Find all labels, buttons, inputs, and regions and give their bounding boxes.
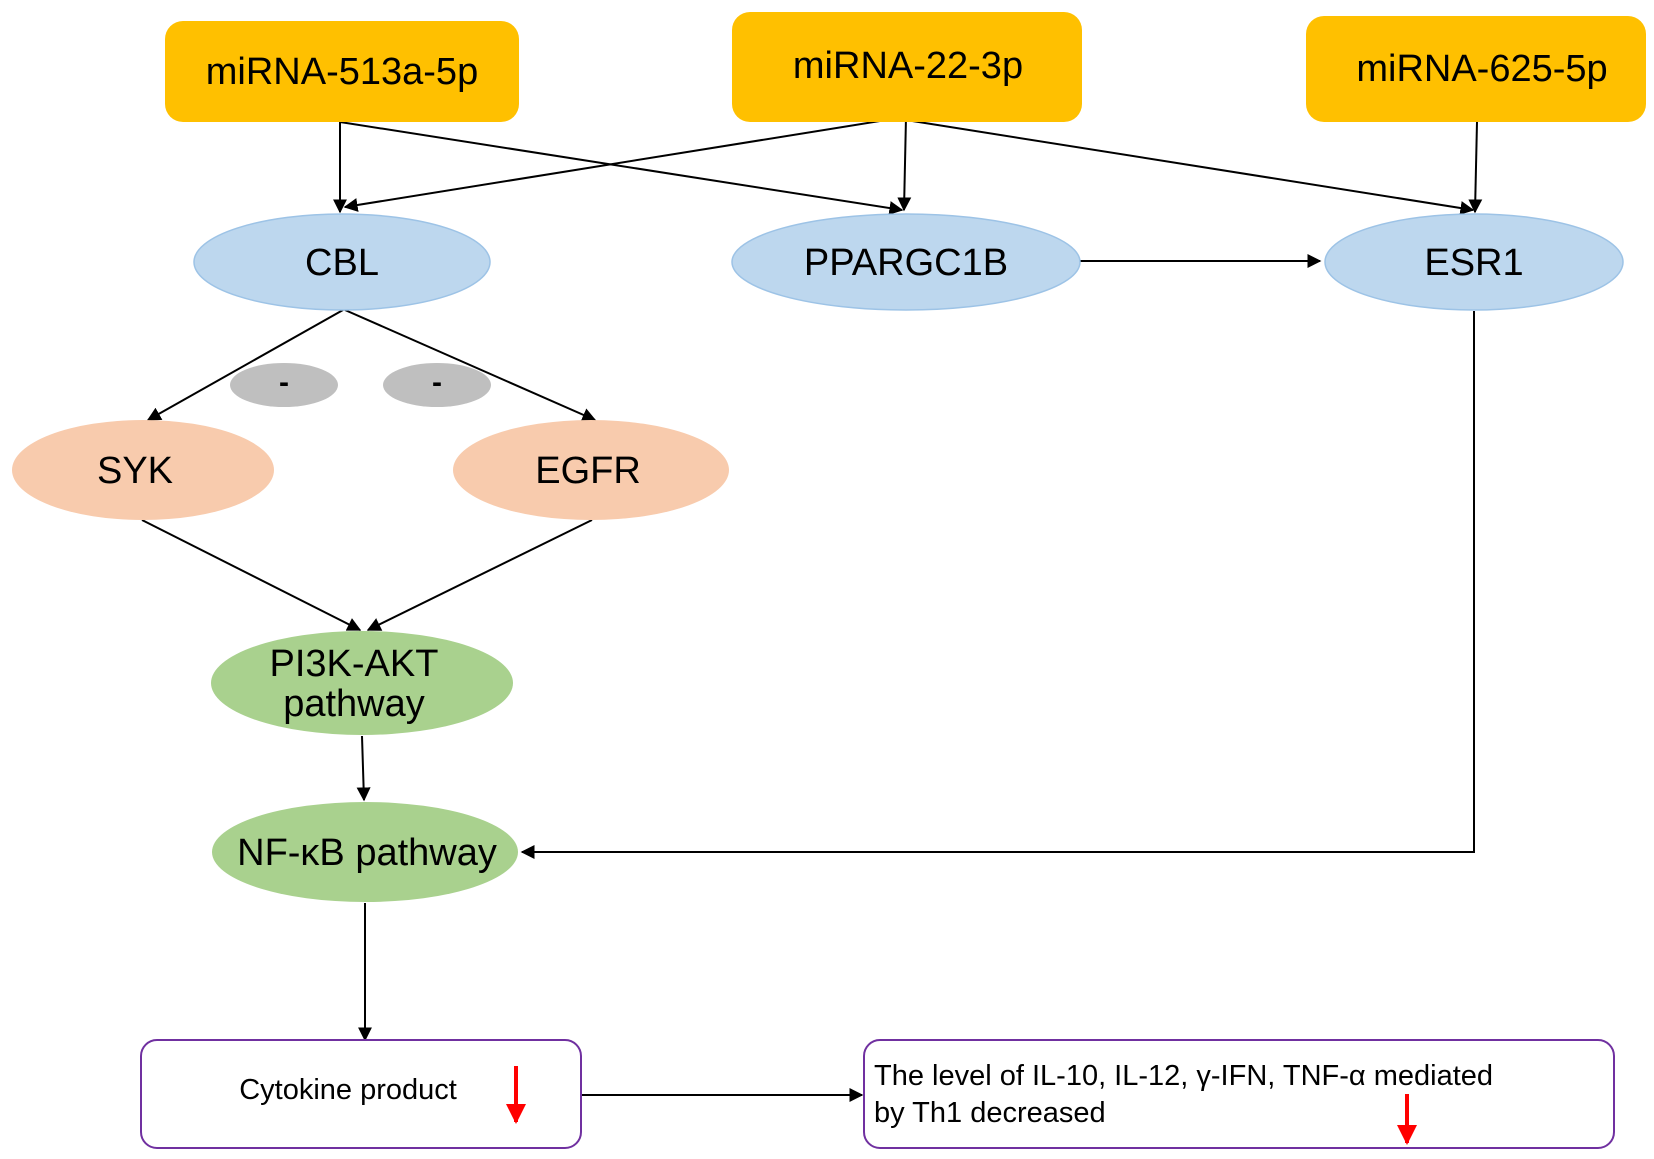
- syk-node[interactable]: SYK: [12, 420, 274, 520]
- inhibit-marker-egfr: -: [383, 363, 491, 407]
- nfkb-label: NF-κB pathway: [237, 832, 497, 874]
- egfr-label: EGFR: [535, 450, 641, 492]
- edge-mirna625-esr1: [1468, 121, 1483, 214]
- syk-label: SYK: [97, 450, 173, 492]
- esr1-node[interactable]: ESR1: [1324, 213, 1624, 311]
- edge-cbl-egfr: [344, 309, 597, 422]
- th1-label-line2: by Th1 decreased: [874, 1097, 1106, 1129]
- pi3k-akt-node[interactable]: PI3K-AKT pathway: [211, 631, 513, 735]
- inhibit-symbol: -: [279, 366, 289, 399]
- edge-cbl-syk: [146, 309, 344, 421]
- ppargc1b-label: PPARGC1B: [804, 242, 1008, 284]
- edges: [141, 116, 1483, 1102]
- edge-mirna22-ppargc1b: [897, 116, 912, 212]
- edge-egfr-pi3k: [366, 519, 593, 631]
- mirna-22-node[interactable]: miRNA-22-3p: [732, 12, 1082, 122]
- cbl-label: CBL: [305, 242, 379, 284]
- edge-syk-pi3k: [141, 519, 362, 631]
- pi3k-akt-label-line1: PI3K-AKT: [270, 643, 439, 685]
- cytokine-label: Cytokine product: [239, 1074, 457, 1106]
- th1-cytokine-box[interactable]: The level of IL-10, IL-12, γ-IFN, TNF-α …: [863, 1039, 1615, 1149]
- edge-mirna22-cbl: [343, 116, 906, 212]
- cbl-node[interactable]: CBL: [193, 213, 491, 311]
- mirna-513a-label: miRNA-513a-5p: [206, 51, 478, 93]
- inhibit-symbol: -: [432, 366, 442, 399]
- ppargc1b-node[interactable]: PPARGC1B: [731, 213, 1081, 311]
- pi3k-akt-label-line2: pathway: [283, 683, 425, 725]
- inhibit-marker-syk: -: [230, 363, 338, 407]
- nfkb-node[interactable]: NF-κB pathway: [212, 802, 518, 902]
- esr1-label: ESR1: [1424, 242, 1523, 284]
- edge-mirna513a-ppargc1b: [339, 121, 904, 215]
- cytokine-box[interactable]: Cytokine product: [140, 1039, 582, 1149]
- edge-pi3k-nfkb: [356, 735, 371, 802]
- egfr-node[interactable]: EGFR: [453, 420, 729, 520]
- mirna-513a-node[interactable]: miRNA-513a-5p: [165, 21, 519, 122]
- mirna-625-label: miRNA-625-5p: [1356, 48, 1607, 90]
- mirna-22-label: miRNA-22-3p: [793, 45, 1023, 87]
- edge-esr1-nfkb: [520, 311, 1475, 859]
- th1-label-line1: The level of IL-10, IL-12, γ-IFN, TNF-α …: [874, 1060, 1493, 1092]
- edge-mirna22-esr1: [905, 119, 1475, 215]
- mirna-625-node[interactable]: miRNA-625-5p: [1306, 16, 1646, 122]
